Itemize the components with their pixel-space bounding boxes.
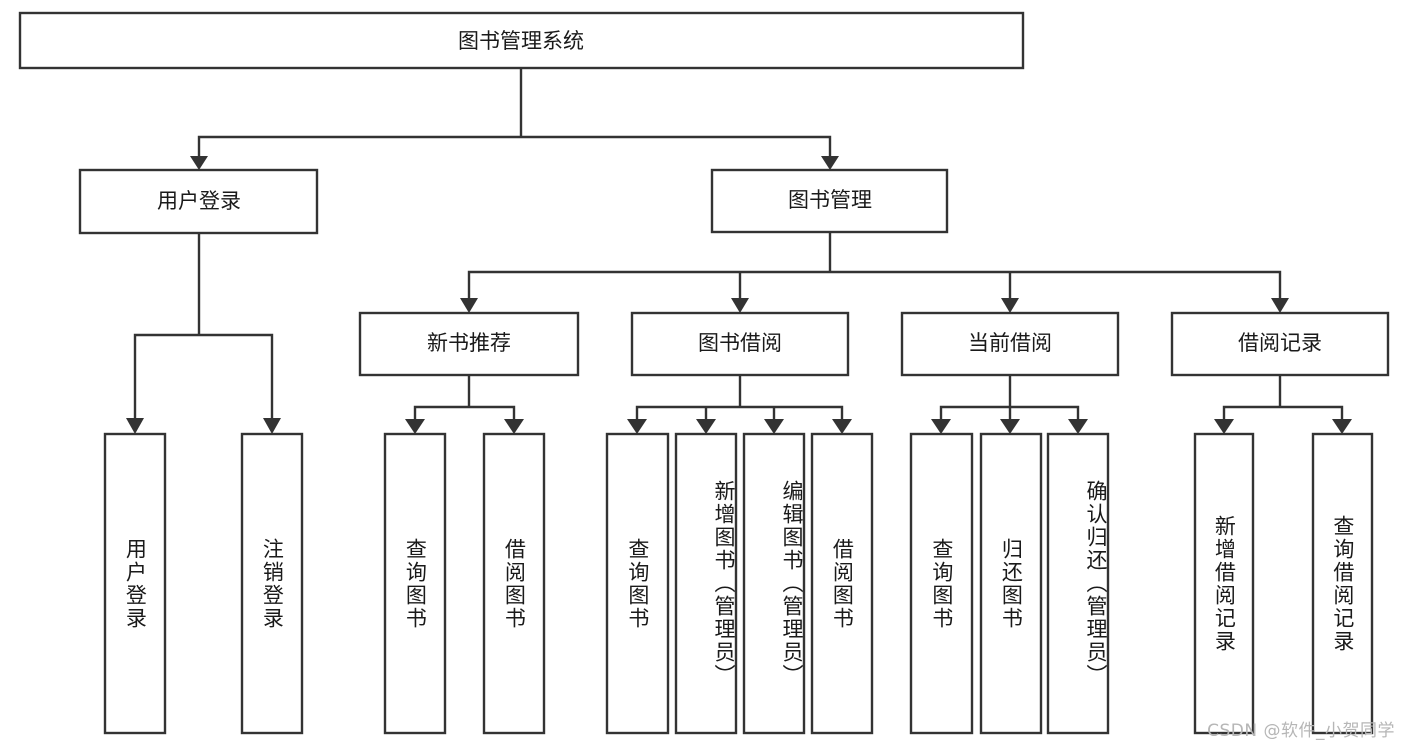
arrow-bookborrow-to-leaf-query-book-2 <box>627 419 647 434</box>
arrow-newbook-to-leaf-borrow-book-1 <box>504 419 524 434</box>
arrow-userlogin-to-leaf-user-login <box>126 418 144 434</box>
leaf-query-book-2-box[interactable] <box>605 432 670 735</box>
node-book-manage[interactable]: 图书管理 <box>710 168 949 234</box>
edge-bookmanage-to-bus <box>467 230 1282 302</box>
leaf-add-book-box[interactable] <box>674 432 738 735</box>
node-new-book-recommend[interactable]: 新书推荐 <box>358 311 580 377</box>
connector-layer <box>126 66 1352 434</box>
arrow-userlogin-to-leaf-user-logout <box>263 418 281 434</box>
node-current-borrow-label: 当前借阅 <box>968 331 1052 355</box>
leaf-query-record-box[interactable] <box>1311 432 1374 735</box>
node-current-borrow-box[interactable] <box>900 311 1120 377</box>
leaf-query-book-1-box[interactable] <box>383 432 447 735</box>
leaf-confirm-return-box[interactable] <box>1046 432 1110 735</box>
arrow-bookmanage-to-borrow-record <box>1271 298 1289 313</box>
arrow-bookmanage-to-book-borrow <box>731 298 749 313</box>
edge-currentborrow-to-bus <box>939 373 1080 423</box>
arrow-borrowrecord-to-leaf-query-record <box>1332 419 1352 434</box>
leaf-edit-book-box[interactable] <box>742 432 806 735</box>
arrow-currentborrow-to-leaf-confirm-return <box>1068 419 1088 434</box>
csdn-watermark: CSDN @软件_小贺同学 <box>1207 721 1395 741</box>
node-borrow-record[interactable]: 借阅记录 <box>1170 311 1390 377</box>
arrow-bookborrow-to-leaf-add-book <box>696 419 716 434</box>
node-new-book-recommend-box[interactable] <box>358 311 580 377</box>
arrow-newbook-to-leaf-query-book-1 <box>405 419 425 434</box>
node-book-borrow-box[interactable] <box>630 311 850 377</box>
node-borrow-record-box[interactable] <box>1170 311 1390 377</box>
arrow-bookborrow-to-leaf-borrow-book-2 <box>832 419 852 434</box>
node-book-manage-box[interactable] <box>710 168 949 234</box>
arrow-bookmanage-to-new-book-recommend <box>460 298 478 313</box>
node-root-label: 图书管理系统 <box>458 29 584 53</box>
arrow-bookborrow-to-leaf-edit-book <box>764 419 784 434</box>
leaf-user-logout-box[interactable] <box>240 432 304 735</box>
node-root[interactable]: 图书管理系统 <box>18 11 1025 70</box>
node-book-borrow[interactable]: 图书借阅 <box>630 311 850 377</box>
node-borrow-record-label: 借阅记录 <box>1238 331 1322 355</box>
leaf-return-book-box[interactable] <box>979 432 1043 735</box>
node-user-login[interactable]: 用户登录 <box>78 168 319 235</box>
leaf-add-record-box[interactable] <box>1193 432 1255 735</box>
leaf-borrow-book-1-box[interactable] <box>482 432 546 735</box>
edge-root-to-bus <box>197 66 832 160</box>
leaf-user-login-box[interactable] <box>103 432 167 735</box>
node-book-borrow-label: 图书借阅 <box>698 331 782 355</box>
arrow-currentborrow-to-leaf-return-book <box>1000 419 1020 434</box>
edge-borrowrecord-to-bus <box>1222 373 1344 423</box>
node-book-manage-label: 图书管理 <box>788 188 872 212</box>
edge-newbook-to-bus <box>413 373 516 423</box>
node-user-login-box[interactable] <box>78 168 319 235</box>
arrow-root-to-book-manage <box>821 156 839 170</box>
arrow-bookmanage-to-current-borrow <box>1001 298 1019 313</box>
edge-bookborrow-to-bus <box>635 373 844 423</box>
edge-userlogin-to-bus <box>133 231 274 422</box>
arrow-root-to-user-login <box>190 156 208 170</box>
node-user-login-label: 用户登录 <box>157 189 241 213</box>
leaf-borrow-book-2-box[interactable] <box>810 432 874 735</box>
node-new-book-recommend-label: 新书推荐 <box>427 331 511 355</box>
leaf-query-book-3-box[interactable] <box>909 432 974 735</box>
arrow-borrowrecord-to-leaf-add-record <box>1214 419 1234 434</box>
arrow-currentborrow-to-leaf-query-book-3 <box>931 419 951 434</box>
node-current-borrow[interactable]: 当前借阅 <box>900 311 1120 377</box>
node-root-box[interactable] <box>18 11 1025 70</box>
leaf-box-layer[interactable] <box>103 432 1374 735</box>
